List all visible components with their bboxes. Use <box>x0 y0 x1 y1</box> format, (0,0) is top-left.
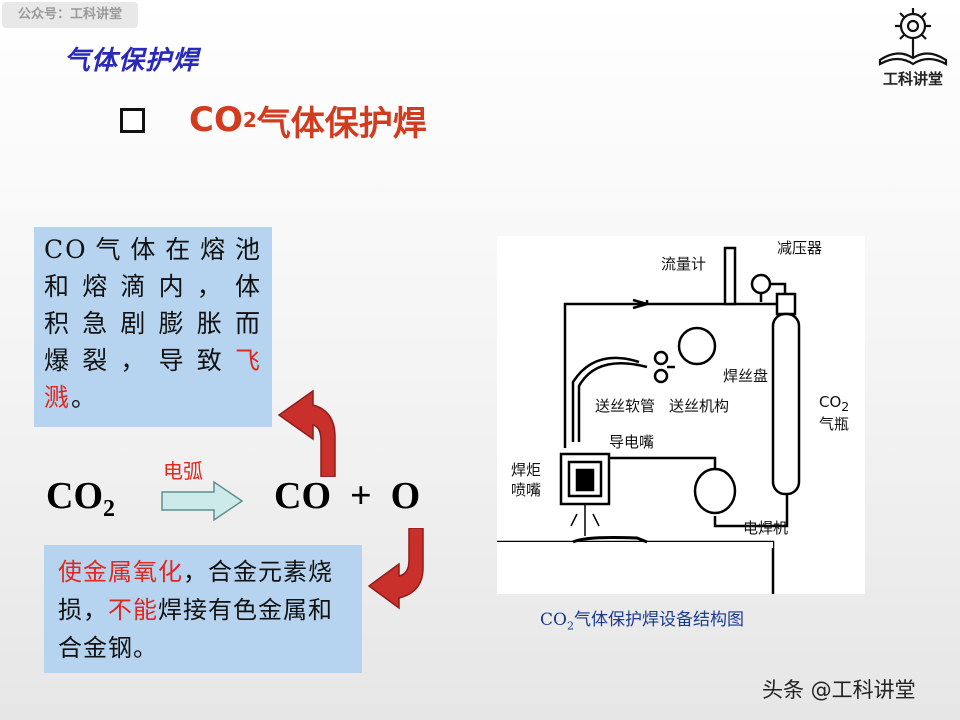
effect-box-oxidation: 使金属氧化，合金元素烧损，不能焊接有色金属和合金钢。 <box>44 545 362 673</box>
equation-reactant: CO2 <box>46 474 115 523</box>
label-cylinder: CO2 <box>819 394 849 415</box>
label-contact-tip: 导电嘴 <box>609 433 655 451</box>
label-feeder: 送丝机构 <box>669 397 730 415</box>
box2-highlight: 使金属氧化 <box>58 558 183 586</box>
box2-text: ，合金元素烧损， <box>58 558 333 624</box>
equation-products: CO + O <box>274 475 421 517</box>
caption-text: 气体保护焊设备结构图 <box>573 610 744 630</box>
box1-line: 爆裂，导致飞 <box>44 342 262 379</box>
bullet-square-icon <box>120 107 145 133</box>
title-co: CO <box>189 100 243 140</box>
label-wire-reel: 焊丝盘 <box>723 367 769 385</box>
category-title: 气体保护焊 <box>64 46 200 76</box>
label-welder: 电焊机 <box>743 519 789 537</box>
label-flowmeter: 流量计 <box>661 255 707 273</box>
box1-line: CO气体在熔池 <box>44 235 262 264</box>
co2-sub: 2 <box>103 496 115 522</box>
cylinder-co: CO <box>819 393 842 411</box>
gear-book-icon <box>878 8 948 66</box>
box1-text: 爆裂，导致 <box>44 346 235 375</box>
box1-line: 溅。 <box>44 379 262 416</box>
box2-highlight: 不能 <box>108 596 158 624</box>
footer-watermark: 头条 @工科讲堂 <box>762 678 916 702</box>
label-regulator: 减压器 <box>777 239 823 257</box>
brand-logo: 工科讲堂 <box>870 4 956 92</box>
logo-text: 工科讲堂 <box>882 70 943 88</box>
box1-line: 积急剧膨胀而 <box>44 309 262 338</box>
box1-text: 。 <box>71 383 99 412</box>
caption-co: CO <box>540 610 567 630</box>
label-nozzle: 焊炬 <box>511 461 542 479</box>
box1-highlight: 飞 <box>234 346 262 375</box>
arc-label: 电弧 <box>163 459 203 483</box>
welding-equipment-drawing <box>497 246 801 594</box>
effect-box-spatter: CO气体在熔池 和熔滴内，体 积急剧膨胀而 爆裂，导致飞 溅。 <box>34 227 272 427</box>
cylinder-sub: 2 <box>841 399 850 414</box>
title-sub: 2 <box>242 108 257 132</box>
label-hose: 送丝软管 <box>595 397 656 415</box>
curved-arrow-up-icon <box>277 389 336 477</box>
equipment-diagram: 流量计 减压器 焊丝盘 送丝软管 送丝机构 导电嘴 焊炬 喷嘴 CO2 气瓶 电… <box>497 236 865 594</box>
title-text: 气体保护焊 <box>256 103 427 144</box>
co2-text: CO <box>46 475 103 517</box>
box1-line: 和熔滴内，体 <box>44 272 262 301</box>
label-nozzle: 喷嘴 <box>511 481 542 499</box>
diagram-caption: CO2气体保护焊设备结构图 <box>540 605 744 632</box>
block-arrow-right-icon <box>161 480 244 522</box>
watermark-tag: 公众号：工科讲堂 <box>2 2 138 28</box>
curved-arrow-down-icon <box>367 528 424 610</box>
caption-sub: 2 <box>566 619 574 633</box>
box1-highlight: 溅 <box>44 383 72 412</box>
label-cylinder: 气瓶 <box>819 415 850 433</box>
box2-text: 焊接有色金属和合金钢。 <box>58 596 333 662</box>
